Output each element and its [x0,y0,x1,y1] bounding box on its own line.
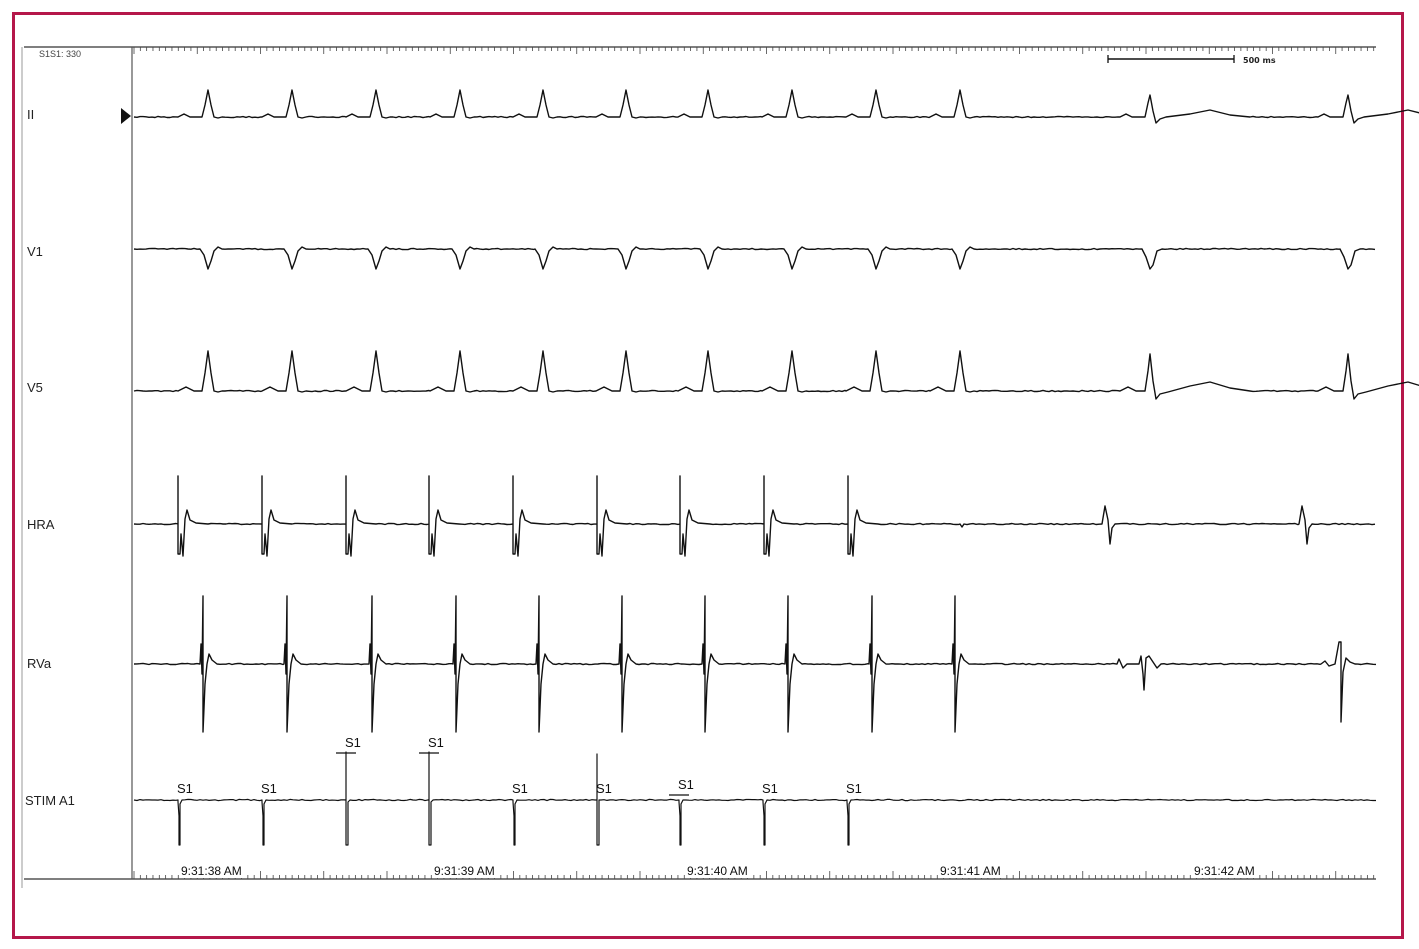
reference-marker-icon [121,108,131,124]
top-ruler-ticks [134,47,1374,54]
stim-marker-label: S1 [261,782,277,795]
time-label: 9:31:39 AM [433,864,496,878]
bottom-ruler-ticks [134,871,1374,879]
channel-label-v1: V1 [27,244,43,259]
time-label: 9:31:40 AM [686,864,749,878]
protocol-label: S1S1: 330 [39,49,81,59]
channel-label-ii: II [27,107,34,122]
channel-label-stim-a1: STIM A1 [25,793,75,808]
stim-marker-label: S1 [678,778,694,791]
channel-label-v5: V5 [27,380,43,395]
stim-marker-label: S1 [177,782,193,795]
traces [134,90,1419,845]
stim-marker-label: S1 [428,736,444,749]
channel-label-rva: RVa [27,656,51,671]
time-label: 9:31:42 AM [1193,864,1256,878]
stim-marker-label: S1 [512,782,528,795]
stim-marker-label: S1 [762,782,778,795]
stim-marker-label: S1 [596,782,612,795]
time-label: 9:31:38 AM [180,864,243,878]
scale-bar [1108,55,1234,63]
stim-marker-label: S1 [846,782,862,795]
time-label: 9:31:41 AM [939,864,1002,878]
scale-bar-label: 500 ms [1243,56,1276,65]
channel-label-hra: HRA [27,517,54,532]
stim-marker-label: S1 [345,736,361,749]
